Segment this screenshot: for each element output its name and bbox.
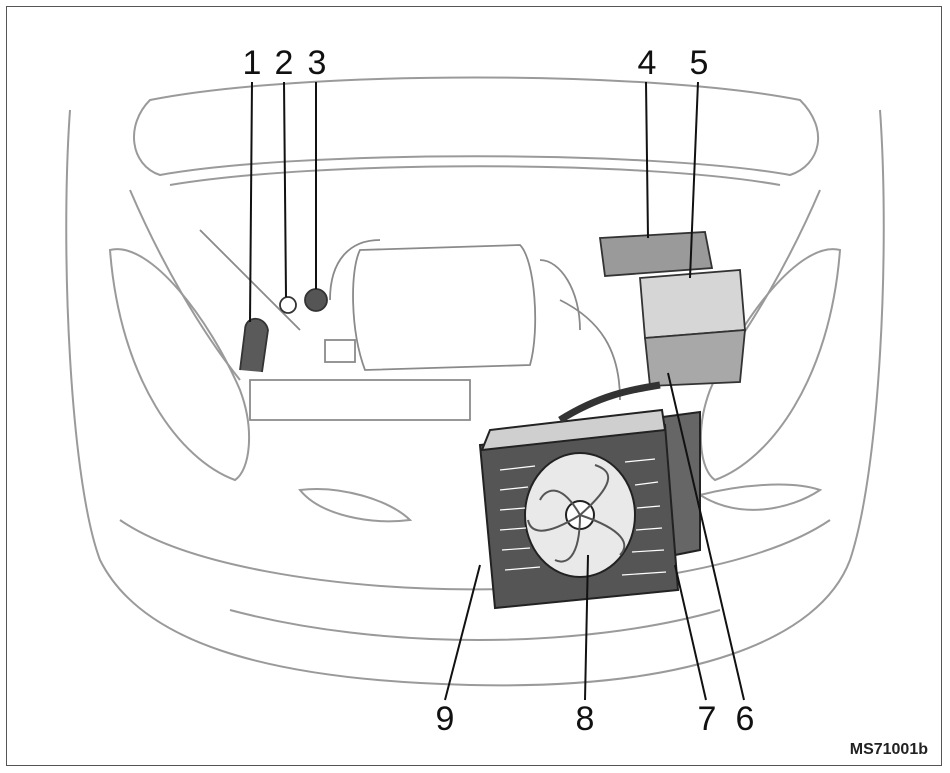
callout-4: 4 bbox=[638, 46, 657, 80]
front-bumper bbox=[120, 520, 830, 589]
battery bbox=[640, 270, 745, 338]
hoses bbox=[200, 230, 620, 400]
coolant-cap bbox=[305, 289, 327, 311]
figure-code: MS71001b bbox=[850, 741, 928, 759]
fuse-box bbox=[600, 232, 712, 276]
callout-7: 7 bbox=[698, 702, 717, 736]
battery-tray bbox=[645, 330, 745, 386]
callout-2: 2 bbox=[275, 46, 294, 80]
right-fog-lamp bbox=[700, 485, 820, 510]
left-fog-lamp bbox=[300, 489, 410, 521]
intake-manifold bbox=[330, 240, 580, 330]
engine-bracket bbox=[325, 340, 355, 362]
hood-edge bbox=[134, 78, 818, 176]
callout-6: 6 bbox=[736, 702, 755, 736]
callout-5: 5 bbox=[690, 46, 709, 80]
engine-cover bbox=[353, 245, 535, 370]
callout-3: 3 bbox=[308, 46, 327, 80]
windshield-line bbox=[170, 166, 780, 185]
inner-fender-left bbox=[130, 190, 240, 380]
callout-8: 8 bbox=[576, 702, 595, 736]
callout-9: 9 bbox=[436, 702, 455, 736]
car-body-outline bbox=[66, 110, 884, 685]
lower-grille bbox=[230, 610, 720, 640]
callout-1: 1 bbox=[243, 46, 262, 80]
oil-dipstick-grip bbox=[280, 297, 296, 313]
engine-block-left bbox=[250, 380, 470, 420]
oil-filler-tube bbox=[240, 319, 268, 372]
